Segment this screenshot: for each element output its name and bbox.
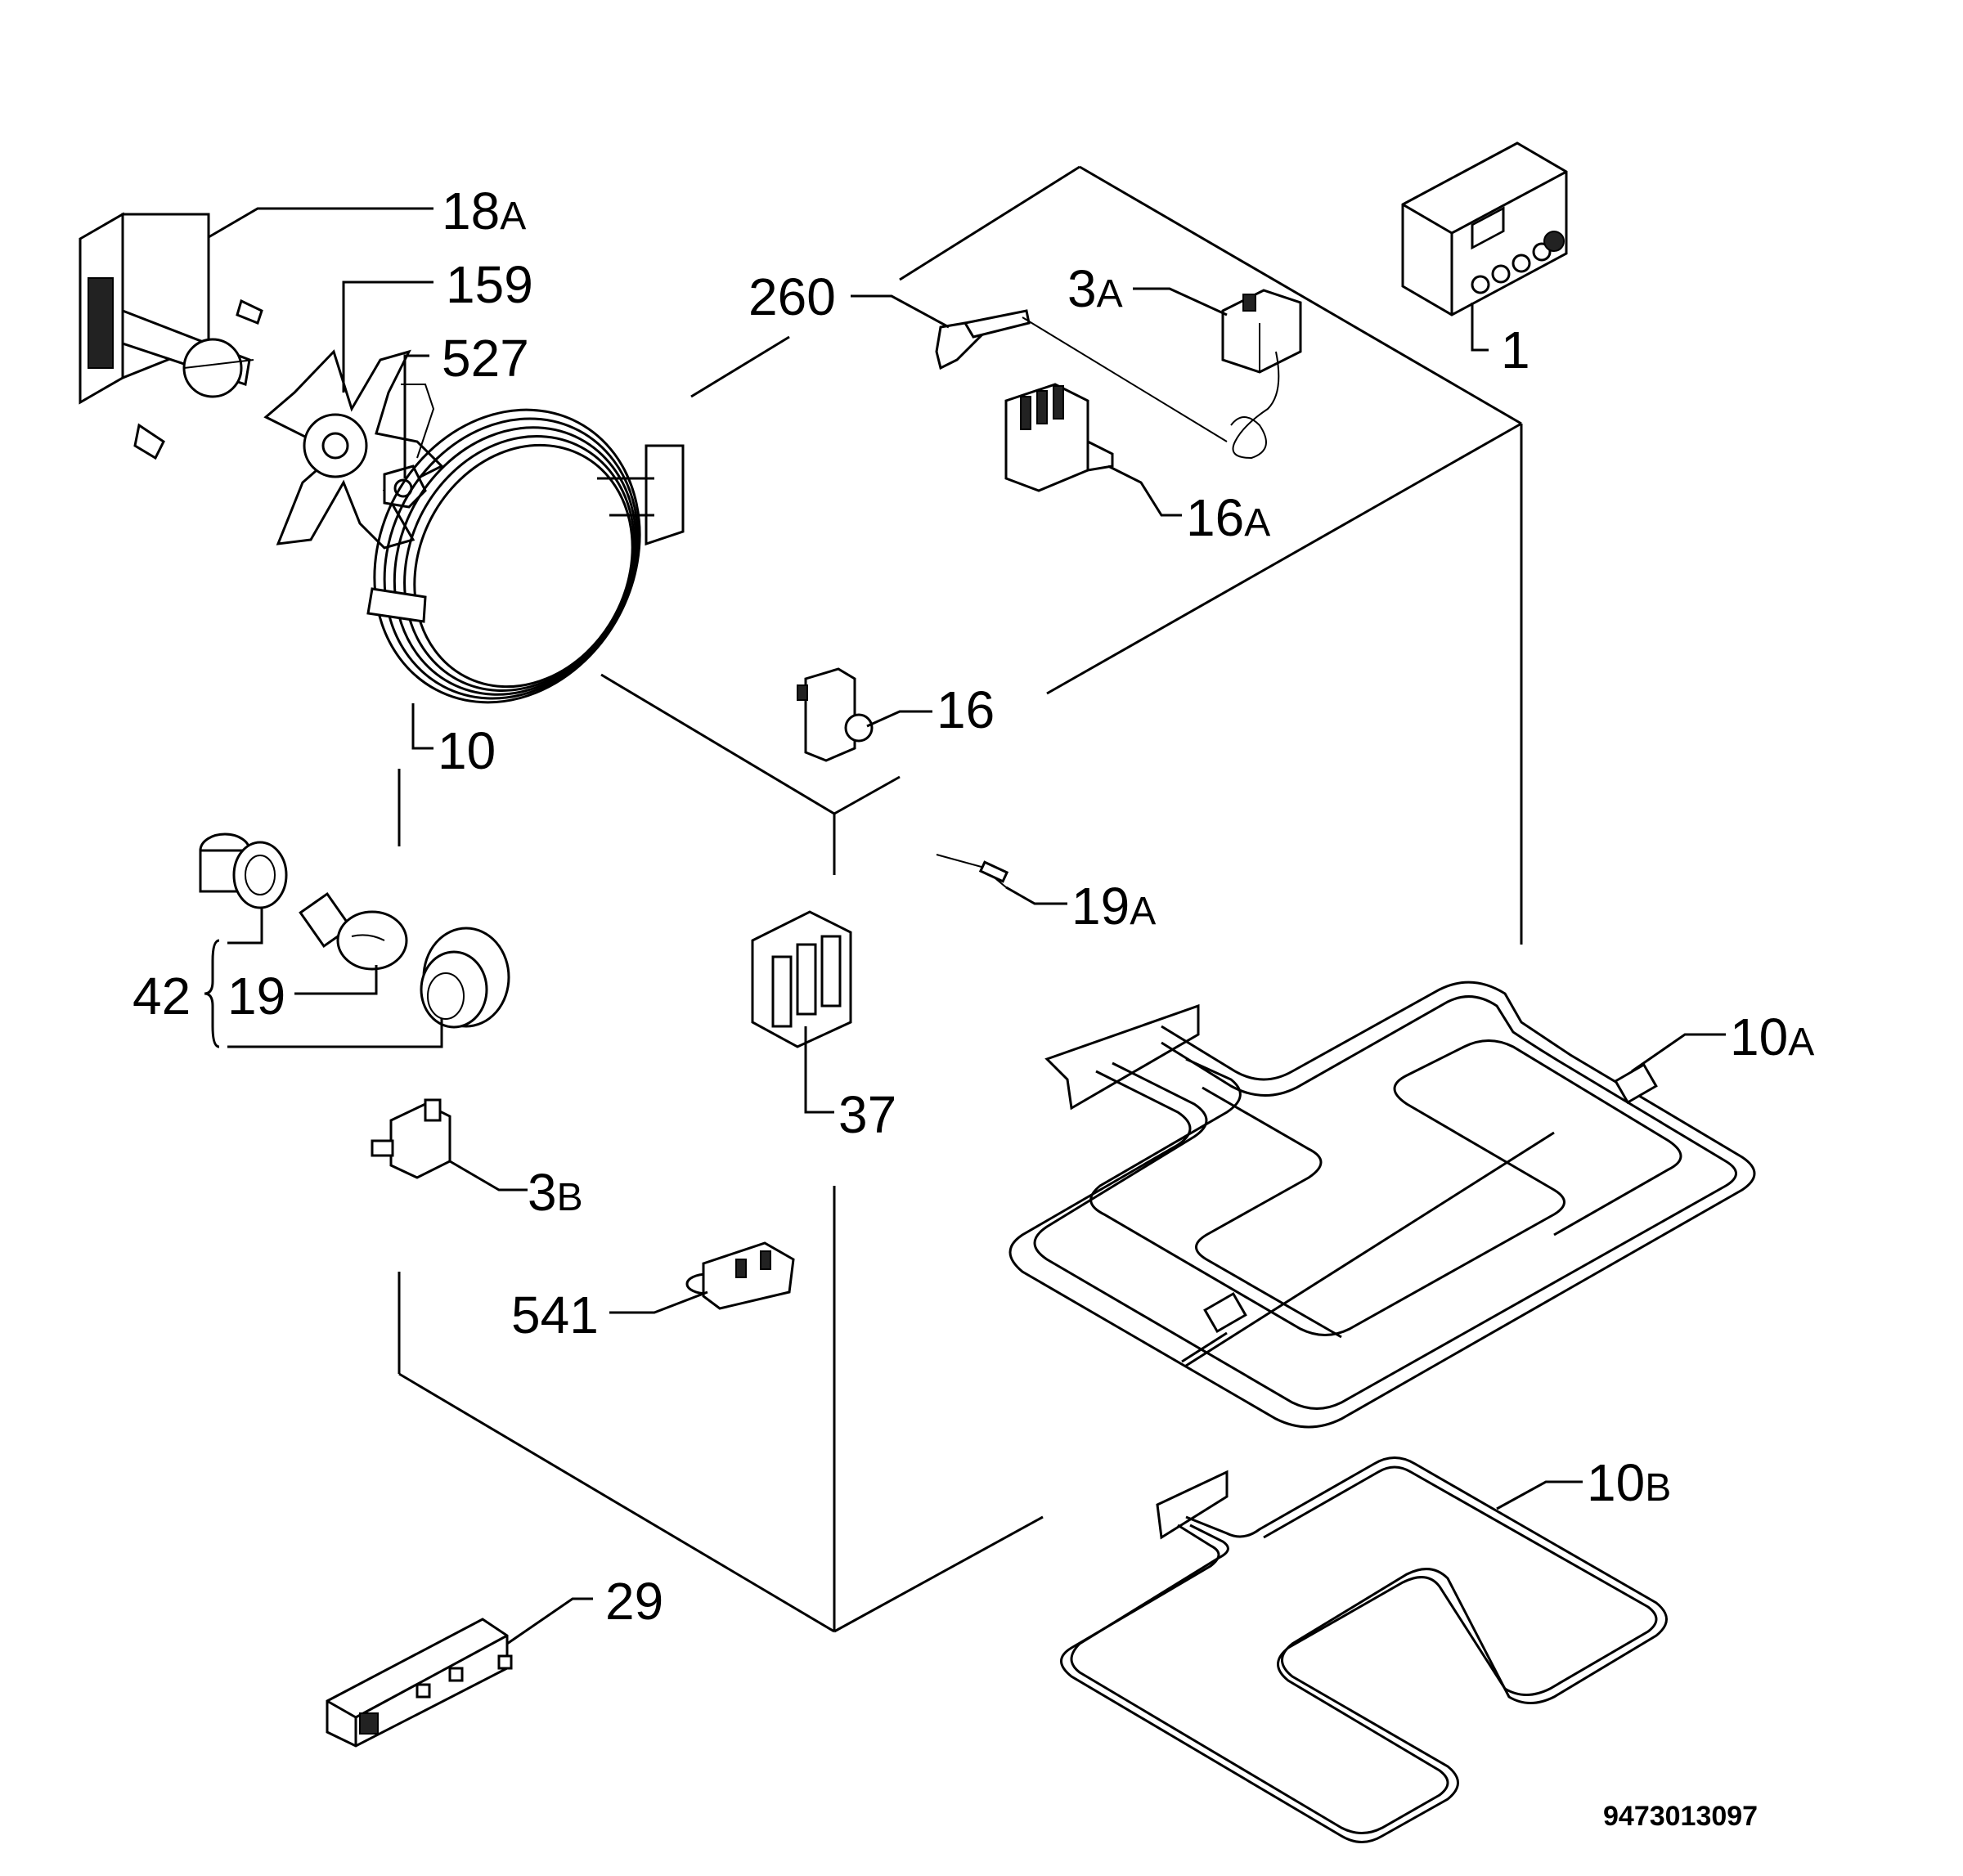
safety-thermostat-part <box>371 1098 451 1179</box>
wire-connector-part <box>685 1241 795 1310</box>
igniter-unit-part <box>326 1618 513 1748</box>
part-label-541: 541 <box>511 1286 599 1344</box>
part-label-1: 1 <box>1501 321 1530 379</box>
fan-motor-part <box>79 212 263 460</box>
part-label-3b: 3B <box>528 1163 583 1222</box>
part-label-16a: 16A <box>1186 488 1270 547</box>
part-label-527: 527 <box>442 329 529 388</box>
oven-cavity-outline <box>398 165 1523 1633</box>
probe-wire-part <box>936 854 1009 888</box>
circular-heating-element-part <box>366 408 685 704</box>
part-label-260: 260 <box>748 267 836 326</box>
part-label-19: 19 <box>227 967 285 1026</box>
part-label-10: 10 <box>438 721 496 780</box>
part-label-37: 37 <box>838 1085 896 1144</box>
part-label-159: 159 <box>446 255 533 314</box>
part-label-19a: 19A <box>1071 877 1156 936</box>
part-label-18a: 18A <box>442 182 526 240</box>
thermostat-part <box>1221 289 1302 460</box>
diagram-code: 9473013097 <box>1603 1801 1758 1832</box>
terminal-block-part <box>751 910 852 1048</box>
bottom-heating-element-part <box>1060 1456 1668 1843</box>
temperature-sensor-part <box>935 309 1228 442</box>
lamp-holder-part <box>199 833 288 909</box>
lamp-bulb-part <box>299 891 408 971</box>
part-label-29: 29 <box>605 1572 663 1631</box>
selector-switch-part <box>1004 383 1114 492</box>
grill-element-part <box>1008 981 1756 1429</box>
part-label-3a: 3A <box>1067 259 1123 318</box>
part-label-16: 16 <box>937 680 995 739</box>
part-labels: 18A 159 527 10 260 3A 1 16A 16 19A 42 19… <box>133 182 1814 1631</box>
part-label-42: 42 <box>133 967 191 1026</box>
fan-blade-part <box>263 349 444 550</box>
part-label-10a: 10A <box>1730 1008 1814 1066</box>
electronic-timer-part <box>1401 141 1568 316</box>
push-switch-part <box>797 667 874 762</box>
part-label-10b: 10B <box>1587 1453 1671 1512</box>
leader-lines <box>204 207 1726 1645</box>
lamp-cover-part <box>420 927 510 1029</box>
